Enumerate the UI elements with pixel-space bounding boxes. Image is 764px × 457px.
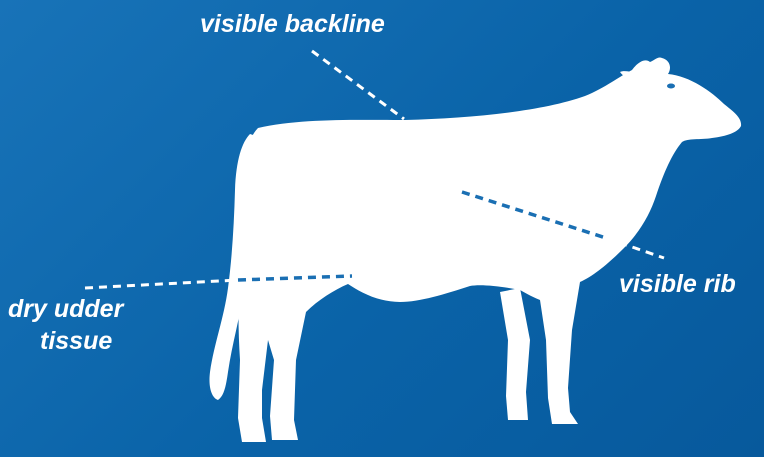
label-dry-udder-line1: dry udder — [8, 293, 123, 325]
cow-eye — [667, 84, 675, 89]
label-visible-rib: visible rib — [619, 268, 736, 300]
label-dry-udder-tissue: dry udder tissue — [8, 293, 123, 357]
label-visible-backline: visible backline — [200, 8, 385, 40]
cow-body — [238, 57, 741, 442]
udder-callout-line-outer — [85, 280, 238, 288]
cow-silhouette — [209, 57, 741, 442]
label-dry-udder-line2: tissue — [8, 325, 123, 357]
cow-front-leg — [500, 288, 530, 420]
backline-callout-line — [312, 51, 404, 119]
